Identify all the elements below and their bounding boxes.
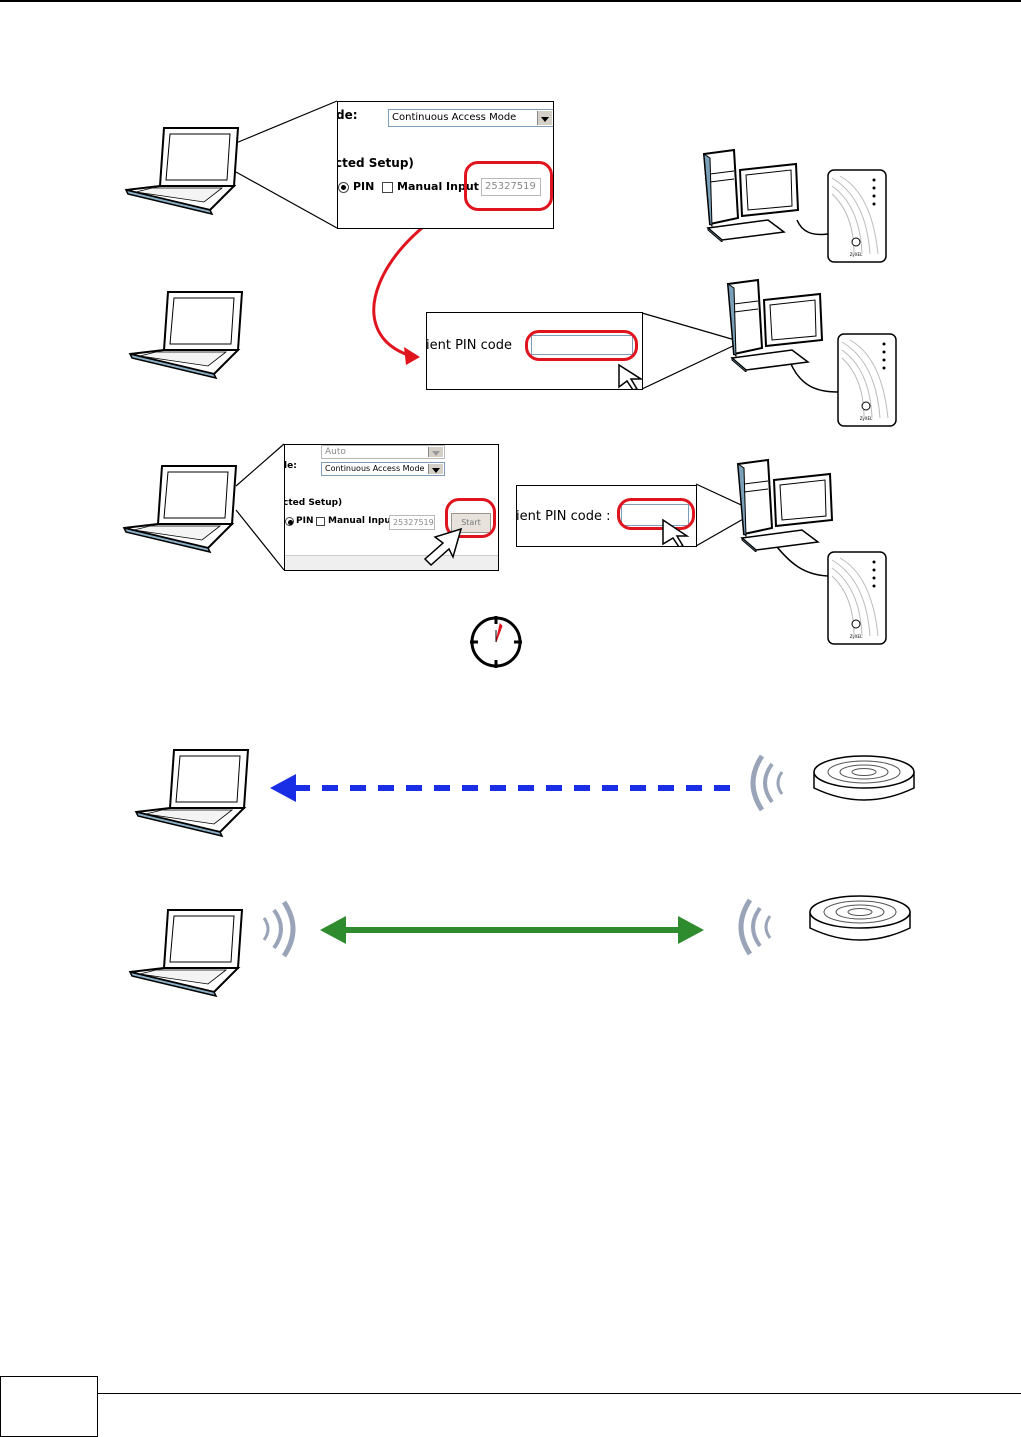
laptop-icon — [128, 906, 244, 998]
page-number-box — [0, 1376, 98, 1437]
footer-rule — [98, 1393, 1021, 1394]
wireless-signal-icon — [742, 754, 792, 812]
wireless-signal-icon — [258, 900, 304, 958]
wireless-signal-icon — [730, 898, 780, 956]
access-point-icon — [812, 752, 916, 808]
access-point-icon — [808, 892, 912, 948]
